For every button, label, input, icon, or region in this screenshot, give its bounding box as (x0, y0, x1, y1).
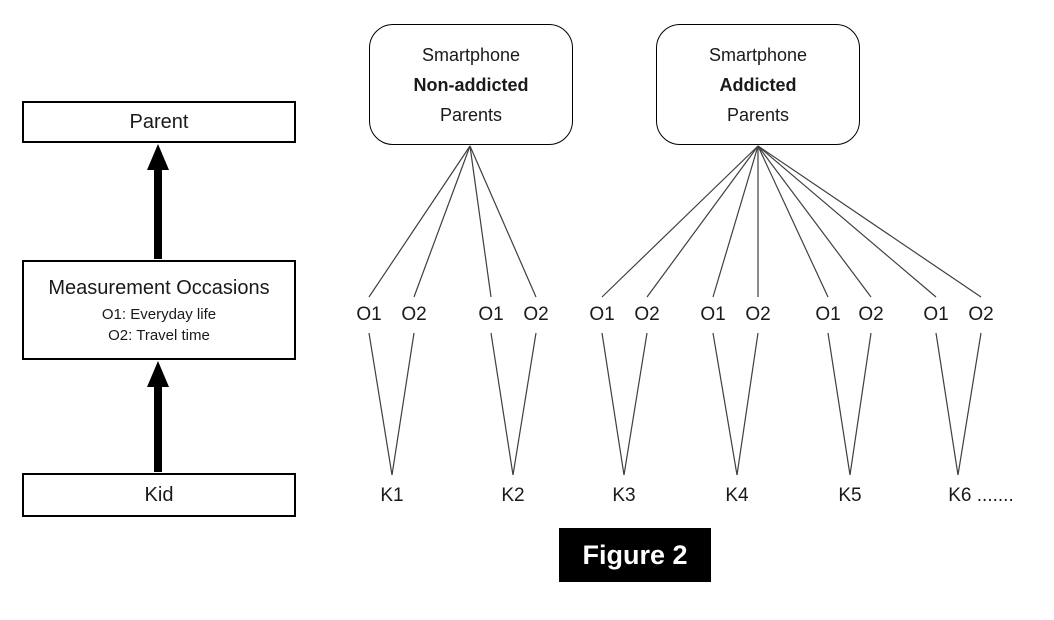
occasion-to-kid-line (827, 332, 851, 476)
group-box-line: Parents (439, 104, 503, 125)
occasion-label: O1 (356, 304, 382, 325)
parent-box-label: Parent (129, 111, 189, 133)
group-box-line: Non-addicted (413, 74, 529, 95)
kid-label: K3 (612, 485, 636, 506)
upward-arrow (147, 361, 169, 472)
group-to-occasion-line (469, 145, 537, 298)
group-to-occasion-line (712, 145, 759, 298)
occasion-label: O1 (478, 304, 504, 325)
figure-caption: Figure 2 (559, 528, 711, 582)
measurement-box-occasion2: O2: Travel time (108, 326, 210, 344)
group-box-non-addicted: Smartphone Non-addicted Parents (369, 24, 573, 145)
group-box-addicted: Smartphone Addicted Parents (656, 24, 860, 145)
kid-box-label: Kid (144, 484, 174, 506)
group-to-occasion-line (469, 145, 492, 298)
measurement-box-title: Measurement Occasions (48, 276, 270, 299)
occasion-to-kid-line (736, 332, 759, 476)
occasion-label: O2 (401, 304, 427, 325)
occasion-to-kid-line (368, 332, 393, 476)
group-to-occasion-line (413, 145, 471, 298)
group-box-line: Parents (726, 104, 790, 125)
occasion-to-kid-line (712, 332, 738, 476)
occasion-label: O2 (634, 304, 660, 325)
occasion-label: O1 (700, 304, 726, 325)
group-box-line: Smartphone (708, 44, 808, 65)
kid-label: K4 (725, 485, 749, 506)
occasion-to-kid-line (935, 332, 959, 476)
occasion-to-kid-line (849, 332, 872, 476)
kid-label: K5 (838, 485, 862, 506)
occasion-to-kid-line (601, 332, 625, 476)
figure-caption-label: Figure 2 (582, 539, 688, 570)
group-box-line: Smartphone (421, 44, 521, 65)
occasion-label: O1 (923, 304, 949, 325)
upward-arrow (147, 144, 169, 259)
occasion-label: O2 (968, 304, 994, 325)
group-box-line: Addicted (719, 74, 797, 95)
occasion-to-kid-line (512, 332, 537, 476)
occasion-label: O1 (815, 304, 841, 325)
occasion-to-kid-line (490, 332, 514, 476)
occasion-label: O2 (858, 304, 884, 325)
group-to-occasion-line (757, 145, 872, 298)
kid-label: K1 (380, 485, 404, 506)
occasion-to-kid-line (623, 332, 648, 476)
occasion-to-kid-line (391, 332, 415, 476)
kid-label: K2 (501, 485, 525, 506)
occasion-label: O2 (745, 304, 771, 325)
group-to-occasion-line (601, 145, 759, 298)
occasion-label: O2 (523, 304, 549, 325)
group-to-occasion-line (368, 145, 471, 298)
occasion-label: O1 (589, 304, 615, 325)
parent-box: Parent (22, 101, 296, 143)
group-to-occasion-line (757, 145, 982, 298)
kid-box: Kid (22, 473, 296, 517)
group-to-occasion-line (757, 145, 829, 298)
group-to-occasion-line (757, 145, 937, 298)
kid-label: K6 ....... (948, 485, 1014, 506)
measurement-occasions-box: Measurement Occasions O1: Everyday life … (22, 260, 296, 360)
group-to-occasion-line (646, 145, 759, 298)
measurement-box-occasion1: O1: Everyday life (101, 305, 217, 323)
occasion-to-kid-line (957, 332, 982, 476)
